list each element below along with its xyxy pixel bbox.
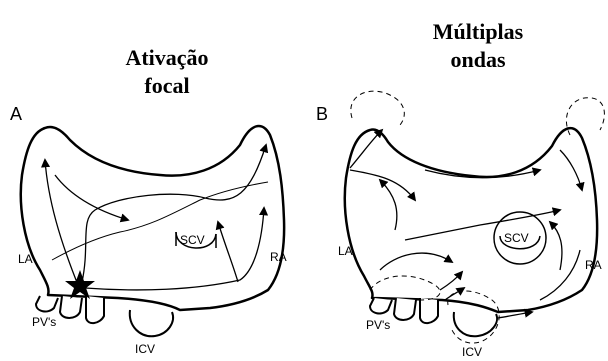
panel-a-heart-outline <box>21 126 284 310</box>
panel-a-septum-line <box>52 182 268 260</box>
label-la-b: LA <box>338 244 353 258</box>
label-icv-b: ICV <box>462 345 482 359</box>
label-la-a: LA <box>18 252 33 266</box>
wave-arrow-b10 <box>550 222 562 270</box>
wave-arrow-b7 <box>380 253 452 270</box>
panel-b-icv-vessel <box>454 312 497 336</box>
label-scv-a: SCV <box>180 233 205 247</box>
wave-arrow-b11 <box>540 250 580 300</box>
wave-arrow-b3 <box>350 130 382 168</box>
wave-arrow-b1 <box>350 170 415 200</box>
panel-b-wave-paths <box>350 130 582 318</box>
label-ra-b: RA <box>585 258 602 272</box>
label-ra-a: RA <box>270 250 287 264</box>
panel-a-wave-paths <box>45 145 266 290</box>
panel-a-icv-vessel <box>130 310 173 336</box>
label-pvs-b: PV's <box>366 318 390 332</box>
wave-arrow-b5 <box>560 150 582 190</box>
focal-source-star-icon <box>65 270 95 299</box>
wave-arrow-a5 <box>218 222 238 282</box>
wave-arrow-b8 <box>440 272 462 290</box>
wave-arrow-b2 <box>380 180 397 230</box>
label-icv-a: ICV <box>135 342 155 356</box>
wave-arrow-a1 <box>45 160 78 285</box>
wave-arrow-b6 <box>405 210 560 240</box>
panel-b-heart-outline <box>345 128 597 312</box>
label-scv-b: SCV <box>504 231 529 245</box>
wave-arrow-b9 <box>445 288 464 300</box>
label-pvs-a: PV's <box>32 315 56 329</box>
